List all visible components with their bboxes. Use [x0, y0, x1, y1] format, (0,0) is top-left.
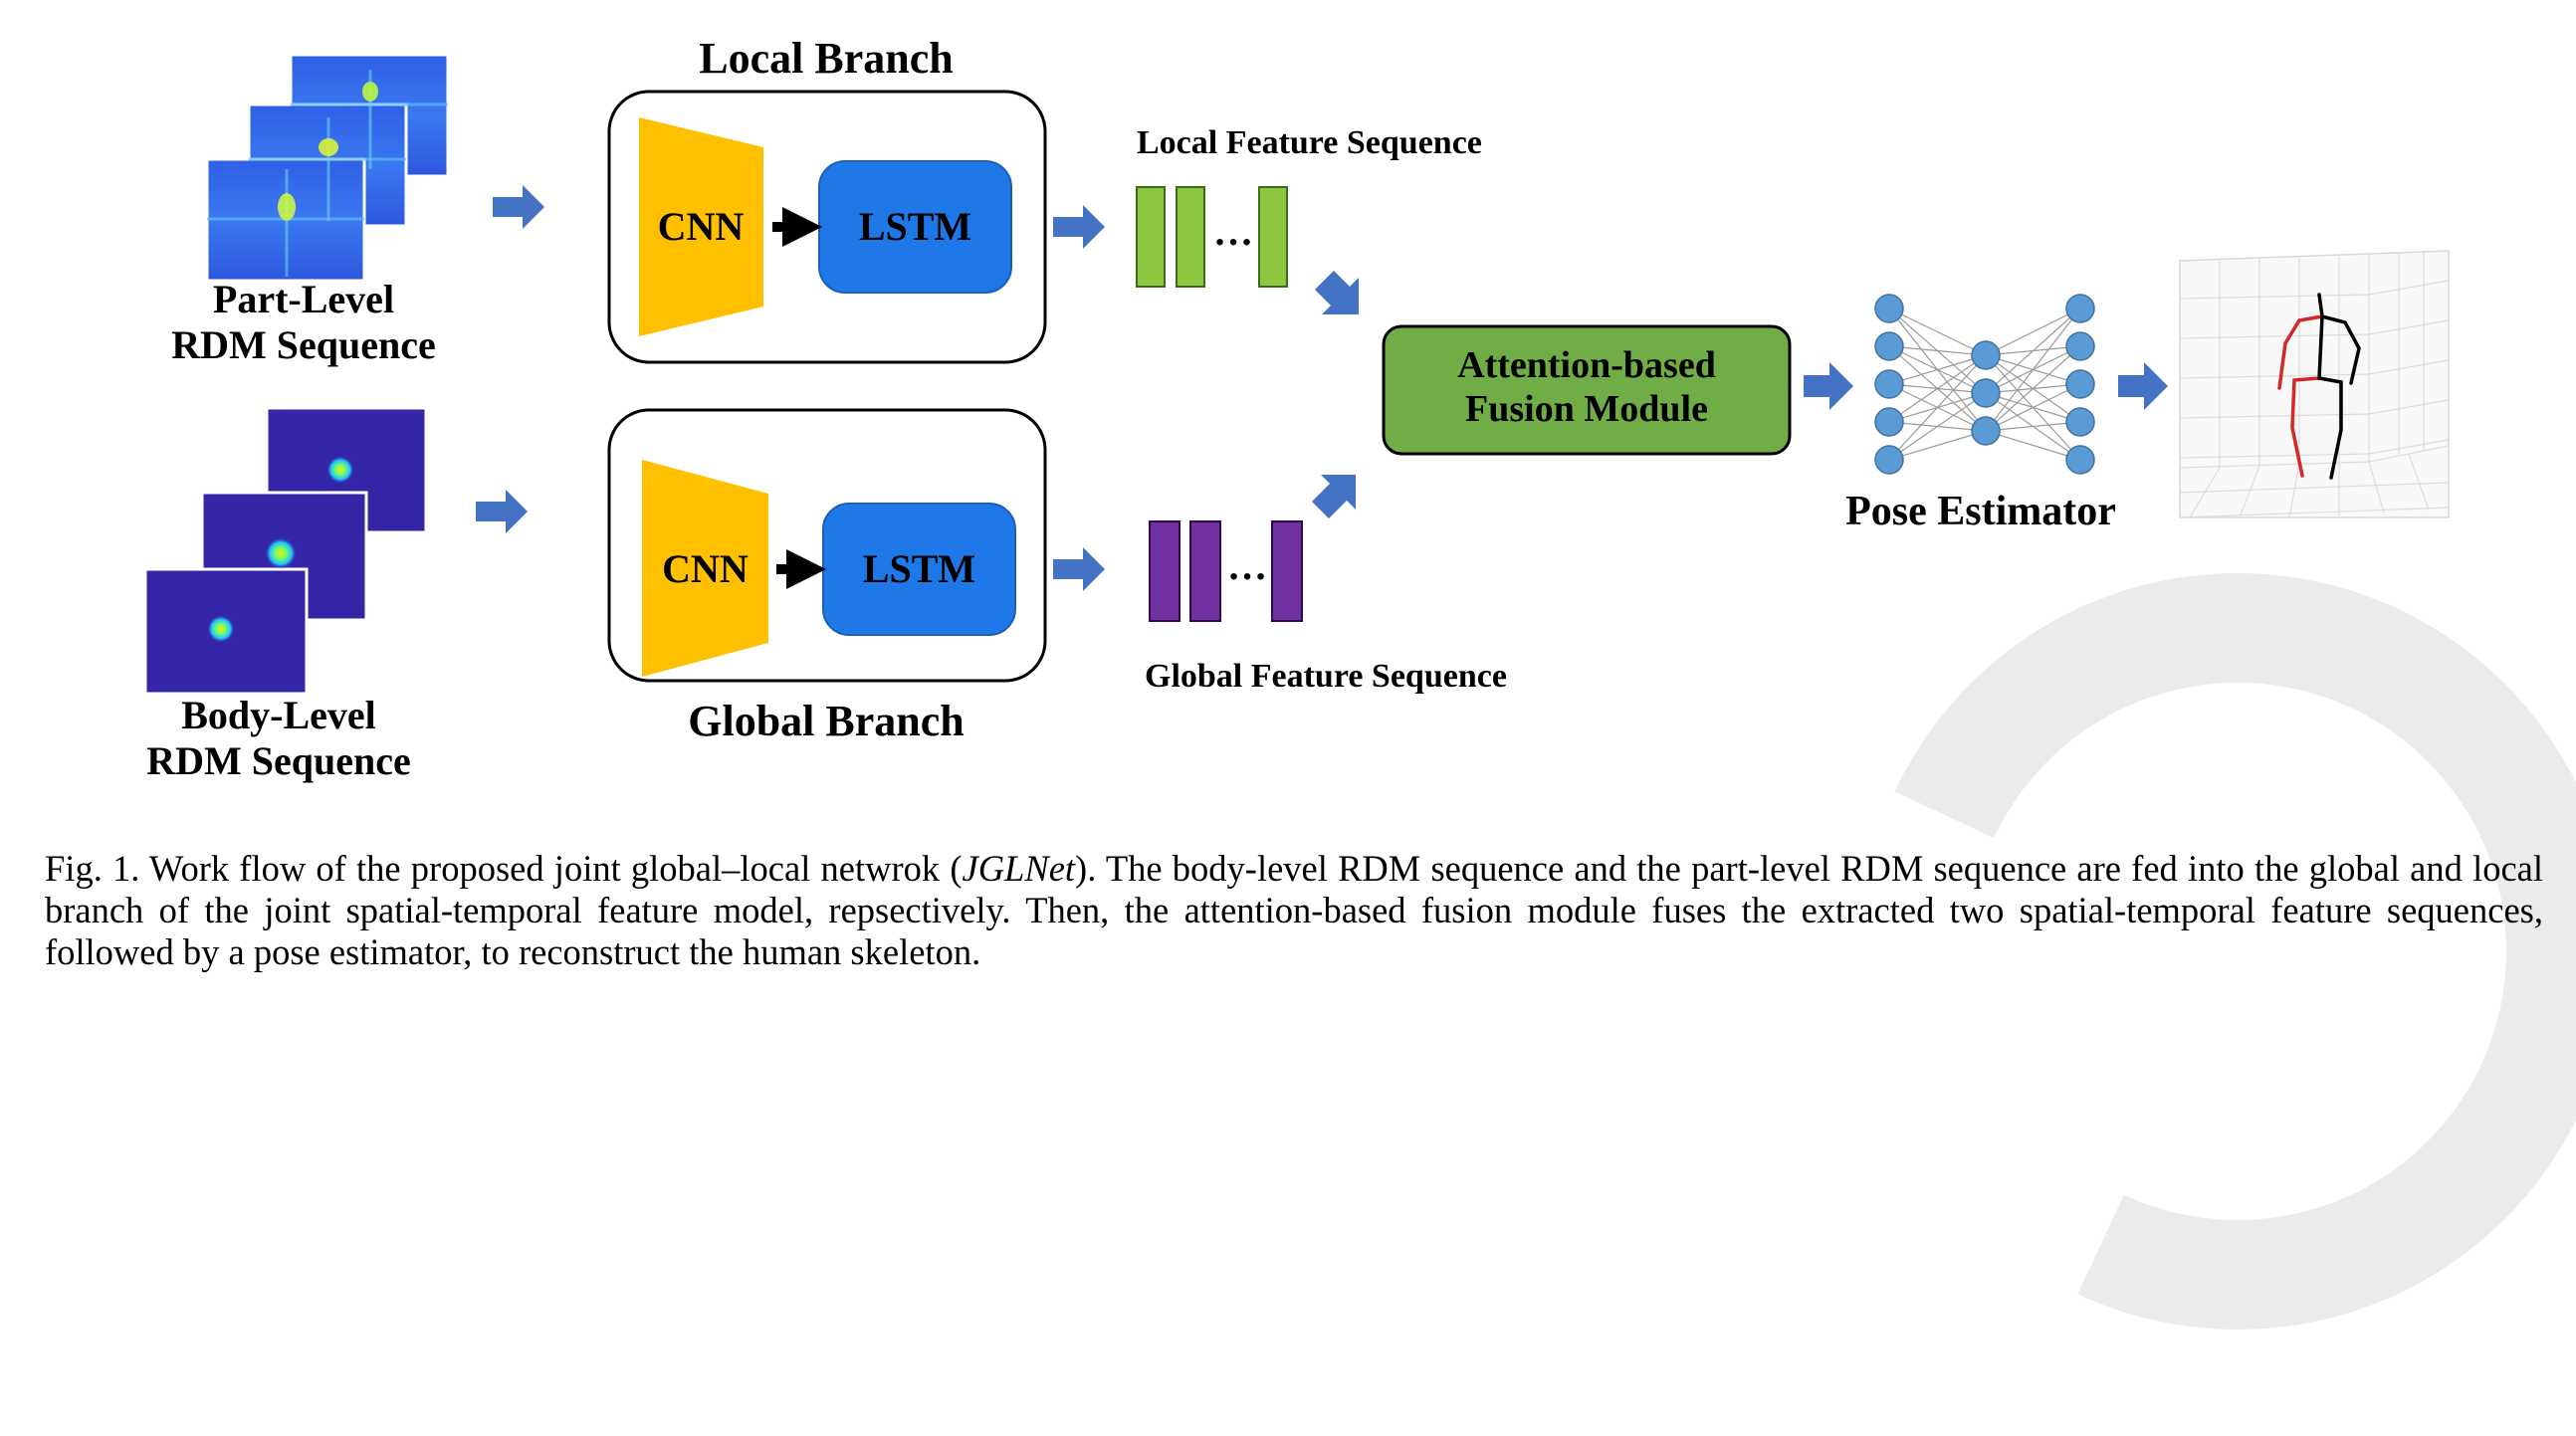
part-level-label-line2: RDM Sequence: [171, 322, 436, 367]
fusion-output-arrow: [1804, 362, 1853, 410]
caption-prefix: Fig. 1. Work flow of the proposed joint …: [45, 848, 963, 889]
global-lstm-label: LSTM: [862, 546, 976, 591]
body-level-label: Body-Level RDM Sequence: [124, 693, 433, 784]
input-arrows: [476, 185, 544, 533]
local-feature-sequence-label: Local Feature Sequence: [1137, 124, 1482, 161]
local-branch-box: [607, 90, 1047, 364]
global-branch-title: Global Branch: [688, 697, 965, 745]
caption-suffix: ). The body-level RDM sequence and the p…: [45, 848, 2543, 972]
local-branch-title: Local Branch: [699, 34, 954, 83]
body-level-label-line2: RDM Sequence: [146, 738, 411, 783]
caption-emphasis: JGLNet: [962, 848, 1076, 889]
pose-estimator-label: Pose Estimator: [1845, 489, 2116, 534]
estimated-skeleton-label: Estimated Human Skeleton: [2170, 611, 2459, 687]
global-branch-box: [607, 408, 1047, 683]
estimated-skeleton-label-line2: Human Skeleton: [2197, 648, 2432, 685]
fusion-input-arrows: [1312, 271, 1359, 518]
pose-estimator-network: [1874, 294, 2095, 475]
local-lstm-label: LSTM: [858, 204, 972, 249]
fusion-module-label-line1: Attention-based: [1457, 344, 1716, 386]
body-level-label-line1: Body-Level: [181, 693, 376, 737]
part-level-label-line1: Part-Level: [212, 277, 395, 321]
fusion-module-label: Attention-based Fusion Module: [1384, 344, 1790, 431]
pose-output-arrow: [2118, 362, 2168, 410]
skeleton-plot: [2179, 250, 2450, 518]
global-feature-bars: [1149, 520, 1303, 622]
body-level-rdm-stack: [143, 406, 428, 696]
part-level-rdm-stack: [205, 53, 450, 283]
part-level-label: Part-Level RDM Sequence: [149, 277, 458, 368]
fusion-module-label-line2: Fusion Module: [1465, 387, 1708, 430]
local-feature-ellipsis: …: [1213, 209, 1253, 254]
estimated-skeleton-label-line1: Estimated: [2243, 611, 2386, 647]
fusion-module-box: [1382, 324, 1792, 456]
branch-output-arrows: [1053, 205, 1105, 591]
global-feature-sequence-label: Global Feature Sequence: [1145, 658, 1507, 695]
workflow-diagram: [143, 53, 2450, 696]
local-feature-bars: [1136, 186, 1288, 288]
global-feature-ellipsis: …: [1227, 543, 1267, 588]
figure-caption: Fig. 1. Work flow of the proposed joint …: [45, 848, 2543, 973]
global-cnn-label: CNN: [662, 546, 749, 591]
local-cnn-label: CNN: [657, 204, 745, 249]
